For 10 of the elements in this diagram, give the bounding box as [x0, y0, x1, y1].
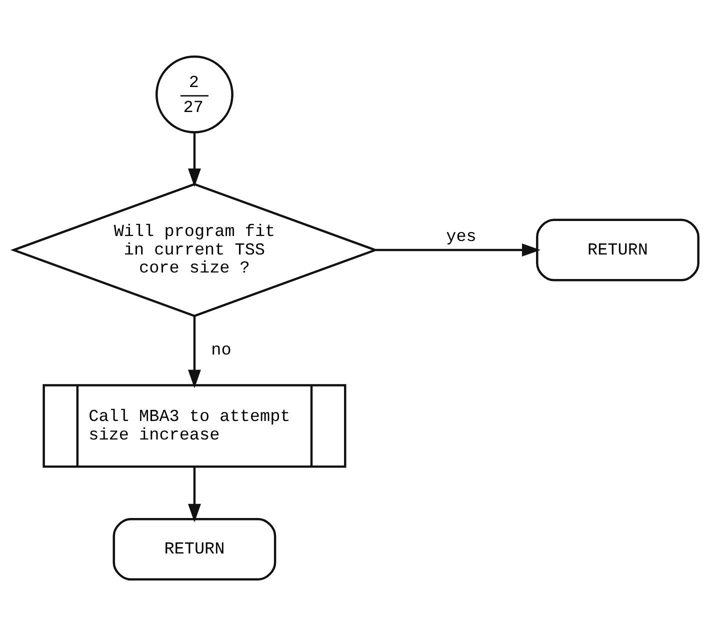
node-box: RETURN — [112, 518, 276, 581]
arrow — [188, 466, 201, 522]
arrow — [188, 316, 201, 388]
node-diamond: Will program fit in current TSS core size ? — [10, 182, 379, 318]
arrow — [188, 132, 201, 188]
arrow — [376, 244, 541, 257]
node-circle: 2 27 — [156, 55, 234, 134]
edge-label: no — [211, 342, 232, 361]
node-box: RETURN — [536, 218, 700, 282]
edge-label: yes — [446, 228, 476, 248]
